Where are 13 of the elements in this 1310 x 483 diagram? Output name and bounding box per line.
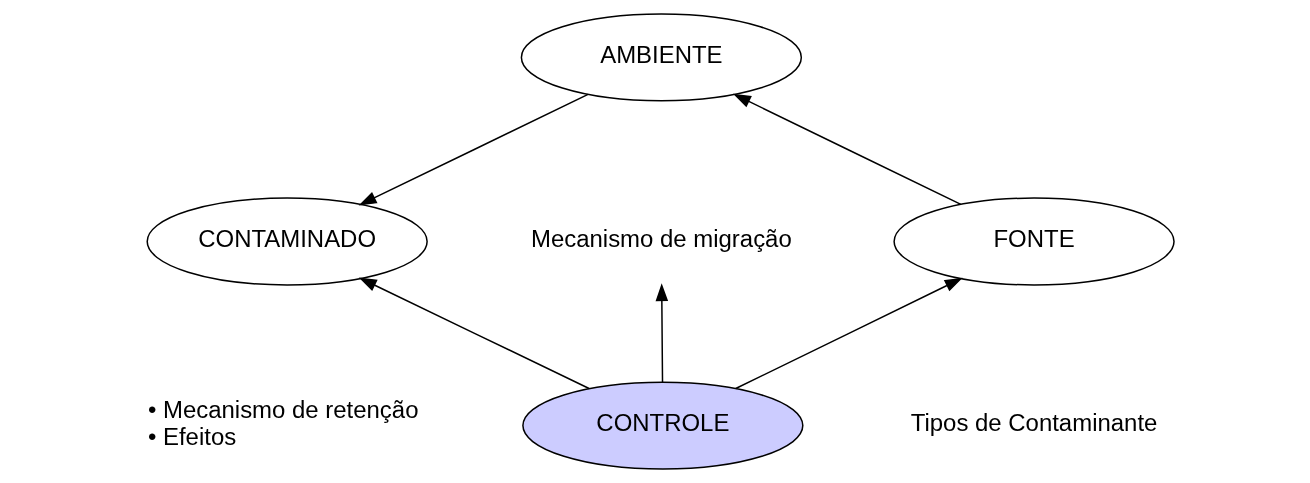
label: Tipos de Contaminante	[910, 409, 1158, 437]
arrow	[358, 277, 590, 390]
arrow	[358, 93, 589, 206]
node-ellipse: FONTE	[893, 197, 1175, 286]
arrow	[732, 93, 962, 206]
node-ellipse: CONTAMINADO	[146, 197, 428, 286]
node-label: • Mecanismo de retenção	[147, 395, 419, 423]
node-ellipse: AMBIENTE	[520, 13, 803, 102]
arrow	[655, 283, 669, 383]
node-label: • Efeitos	[147, 422, 237, 450]
node-text: Mecanismo de migração	[530, 225, 792, 253]
node-ellipse: CONTROLE	[522, 381, 804, 470]
arrow	[735, 277, 963, 390]
